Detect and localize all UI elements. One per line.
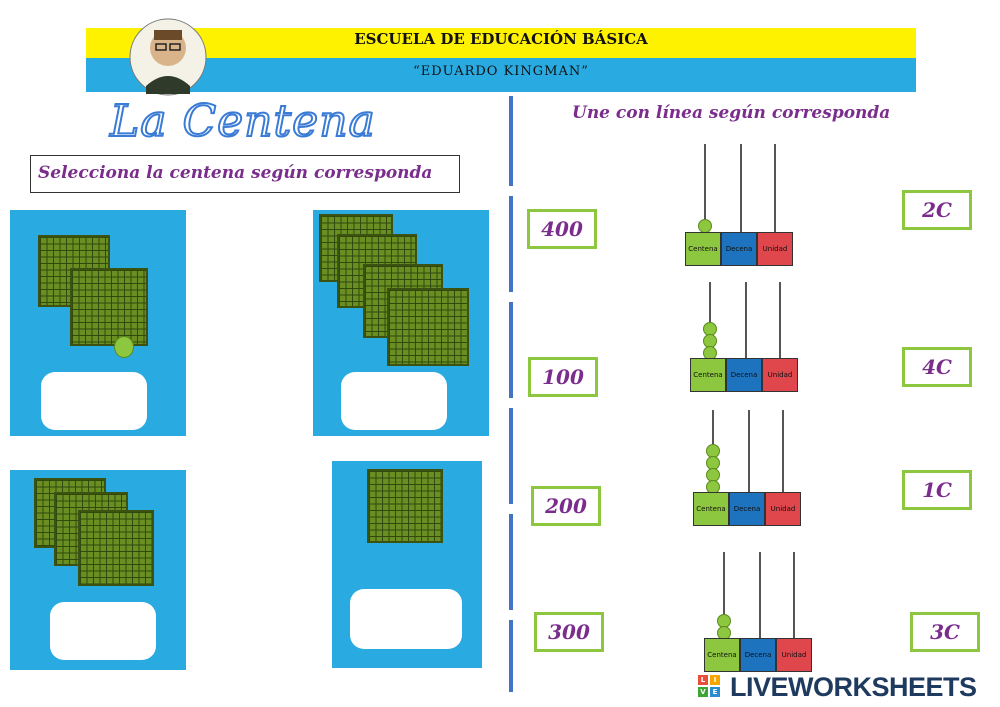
label-centena: Centena [690, 358, 726, 392]
abacus-rod [723, 552, 725, 640]
number-box-300[interactable]: 300 [534, 612, 604, 652]
centena-card [10, 470, 186, 670]
option-box-3c[interactable]: 3C [910, 612, 980, 652]
label-unidad: Unidad [757, 232, 793, 266]
abacus: Centena Decena Unidad [690, 282, 800, 412]
hundred-square [70, 268, 148, 346]
number-box-200[interactable]: 200 [531, 486, 601, 526]
divider-gap [509, 292, 513, 302]
right-instruction: Une con línea según corresponda [572, 103, 891, 123]
abacus-rod [779, 282, 781, 360]
abacus: Centena Decena Unidad [704, 552, 814, 682]
answer-box[interactable] [341, 372, 447, 430]
abacus-rod [774, 144, 776, 234]
label-unidad: Unidad [762, 358, 798, 392]
label-unidad: Unidad [776, 638, 812, 672]
label-decena: Decena [729, 492, 765, 526]
unit-bead [114, 336, 134, 358]
label-centena: Centena [693, 492, 729, 526]
answer-box[interactable] [41, 372, 147, 430]
label-centena: Centena [685, 232, 721, 266]
hundred-square [78, 510, 154, 586]
abacus-rod [793, 552, 795, 640]
hundred-square [387, 288, 469, 366]
hundred-square [367, 469, 443, 543]
liveworksheets-logo-icon: L I V E [698, 675, 724, 699]
abacus-rod [748, 410, 750, 494]
option-box-2c[interactable]: 2C [902, 190, 972, 230]
school-logo-icon [129, 18, 207, 96]
label-decena: Decena [721, 232, 757, 266]
school-name: ESCUELA DE EDUCACIÓN BÁSICA [354, 30, 648, 48]
option-box-1c[interactable]: 1C [902, 470, 972, 510]
vertical-divider [509, 96, 513, 692]
label-unidad: Unidad [765, 492, 801, 526]
abacus-rod [759, 552, 761, 640]
page-title: La Centena [109, 95, 376, 148]
footer-brand: LIVEWORKSHEETS [730, 672, 977, 702]
school-subtitle: “EDUARDO KINGMAN” [413, 64, 589, 79]
abacus-rod [745, 282, 747, 360]
divider-gap [509, 504, 513, 514]
abacus-rod [740, 144, 742, 234]
abacus-rod [782, 410, 784, 494]
answer-box[interactable] [50, 602, 156, 660]
left-instruction: Selecciona la centena según corresponda [38, 163, 433, 183]
instruction-box [30, 155, 460, 193]
label-centena: Centena [704, 638, 740, 672]
option-box-4c[interactable]: 4C [902, 347, 972, 387]
centena-card [313, 210, 489, 436]
number-box-400[interactable]: 400 [527, 209, 597, 249]
divider-gap [509, 398, 513, 408]
centena-card [10, 210, 186, 436]
centena-card [332, 461, 482, 668]
label-decena: Decena [726, 358, 762, 392]
divider-gap [509, 186, 513, 196]
abacus: Centena Decena Unidad [693, 410, 803, 540]
header-blue-band [86, 58, 916, 92]
label-decena: Decena [740, 638, 776, 672]
header-yellow-band [86, 28, 916, 58]
abacus: Centena Decena Unidad [685, 144, 795, 274]
divider-gap [509, 610, 513, 620]
abacus-rod [704, 144, 706, 234]
number-box-100[interactable]: 100 [528, 357, 598, 397]
abacus-bead [698, 219, 712, 233]
answer-box[interactable] [350, 589, 462, 649]
abacus-rod [709, 282, 711, 360]
